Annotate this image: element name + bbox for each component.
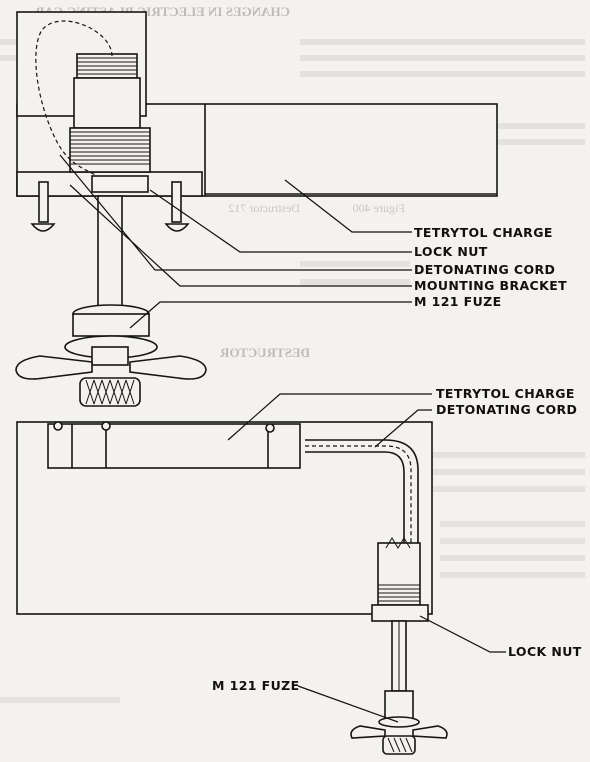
- bottom-fuze-wing-right: [412, 725, 448, 739]
- top-label-tetrytol-charge: TETRYTOL CHARGE: [414, 225, 553, 240]
- bottom-label-detonating-cord: DETONATING CORD: [436, 402, 577, 417]
- bleed-section-heading: DESTRUCTOR: [219, 345, 310, 360]
- top-label-mounting-bracket: MOUNTING BRACKET: [414, 278, 567, 293]
- bottom-lock-nut: [371, 604, 429, 622]
- bottom-assembly: [16, 421, 448, 755]
- bottom-mounting-bracket: [47, 423, 301, 469]
- bottom-detonating-cord: [305, 439, 419, 545]
- top-lock-nut-body: [69, 127, 151, 173]
- bleed-figure-caption: Figure 400: [353, 201, 405, 215]
- bottom-label-lock-nut: LOCK NUT: [508, 644, 582, 659]
- top-lock-nut-ring: [91, 175, 149, 193]
- bleed-side-caption: Destructor 712: [228, 201, 300, 215]
- bottom-fuze-wing-left: [350, 725, 386, 739]
- top-label-fuze: M 121 FUZE: [414, 294, 502, 309]
- top-leaders: [59, 154, 412, 329]
- bottom-leaders: [227, 393, 506, 723]
- top-detonating-cord: [35, 20, 113, 179]
- top-assembly: [15, 11, 498, 407]
- top-label-detonating-cord: DETONATING CORD: [414, 262, 555, 277]
- bottom-label-fuze: M 121 FUZE: [212, 678, 300, 693]
- bottom-label-tetrytol-charge: TETRYTOL CHARGE: [436, 386, 575, 401]
- top-fuze-wing-right: [129, 355, 207, 380]
- top-label-lock-nut: LOCK NUT: [414, 244, 488, 259]
- top-fuze-knob: [79, 377, 141, 407]
- top-fuze-wing-left: [15, 355, 93, 380]
